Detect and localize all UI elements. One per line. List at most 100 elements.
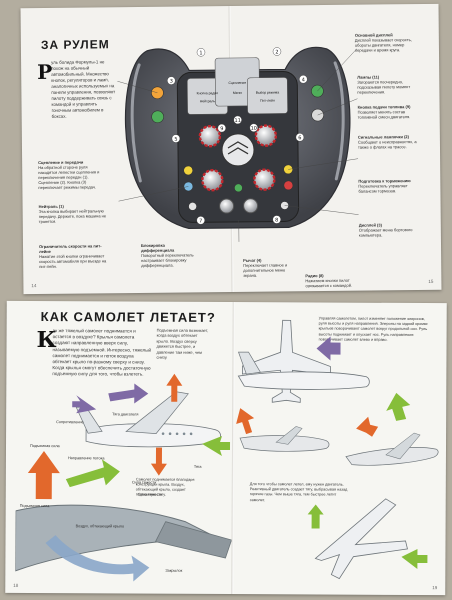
right-grip (333, 61, 345, 181)
lift-illustration: Подъемная сила Направление потока Сила т… (15, 373, 233, 582)
display-right (246, 77, 288, 115)
wing-label-gravity: Сила тяжести (132, 481, 156, 485)
aileron-arrow-icon (316, 336, 341, 361)
flow-arrow-icon (65, 459, 120, 488)
wing-label-thrust: Тяга (194, 465, 202, 469)
button-white (188, 202, 197, 211)
marker-3: 3 (167, 76, 176, 85)
bottom-spread: КАК САМОЛЕТ ЛЕТАЕТ? К ак же тяжелый само… (5, 300, 447, 596)
rudder-arrow-icon (236, 408, 255, 435)
wing-label-flap: Закрылок (165, 569, 182, 573)
marker-9: 9 (217, 123, 226, 133)
svg-text:11: 11 (234, 118, 240, 124)
note-display: Основной дисплей Дисплей показывает скор… (354, 32, 419, 53)
page-number-left-2: 18 (13, 582, 19, 588)
note-body: Загораются поочередно, подсказывая пилот… (357, 79, 411, 95)
wheel-label-pitlane: Пит-лейн (260, 99, 275, 103)
small-jet-2-wing (385, 432, 421, 460)
svg-text:8: 8 (275, 218, 278, 224)
control-surfaces-illustration (236, 319, 439, 580)
svg-text:2: 2 (275, 49, 278, 55)
note-warning: Сигнальные лампочки (2) Сообщают о неисп… (358, 134, 420, 150)
hub-wings-icon (227, 141, 249, 155)
svg-text:1: 1 (199, 50, 202, 56)
note-body: Переключает главное и дополнительное мен… (243, 262, 288, 278)
note-diff: Блокировка дифференциала Поворотный пере… (141, 242, 199, 268)
svg-text:3: 3 (170, 79, 173, 85)
wheel-label-mode: Выбор режима (256, 90, 280, 94)
marker-10: 10 (249, 123, 258, 132)
knob-bottom-right (243, 198, 259, 214)
svg-text:6: 6 (298, 135, 301, 141)
note-fuel: Кнопка подачи топлива (9) Позволяет меня… (358, 104, 420, 120)
button-red-right (283, 180, 294, 191)
marker-11: 11 (233, 115, 242, 125)
topdown-plane (241, 319, 331, 403)
wheel-label-radio: Кнопка радио (197, 91, 219, 95)
note-body: Нажатие этой кнопки ограничивает скорост… (39, 253, 107, 270)
wing-label-engine: Тяга двигателя (112, 412, 138, 416)
marker-1: 1 (196, 48, 206, 57)
page-number-right: 15 (428, 278, 434, 284)
side-plane (237, 371, 370, 390)
intro-text: уль болида Формулы-1 не похож на обычный… (51, 59, 116, 119)
wheel-label-neutral: Нейтраль (200, 99, 216, 103)
note-lever: Рычаг (4) Переключает главное и дополнит… (243, 257, 299, 278)
note-body: Позволяет менять состав топливной смеси … (357, 109, 411, 120)
marker-4: 4 (299, 75, 308, 84)
drag-arrow-icon (72, 395, 97, 414)
note-clutch: Сцепление и передачи На обратной стороне… (38, 159, 106, 190)
thrust-arrow-icon (202, 435, 231, 456)
bottom-plane (314, 498, 408, 580)
wing-label-lift-2: Подъемная сила (20, 504, 51, 508)
wing-flap (154, 521, 233, 559)
button-yellow (183, 165, 193, 176)
bottom-plane-arrow-2-icon (401, 549, 428, 570)
steering-wheel-illustration: 1 2 3 4 5 6 7 8 9 10 11 Кнопка радио Ней… (117, 46, 359, 242)
page-number-right-2: 19 (432, 585, 438, 591)
wheel-label-clutch: Сцепление (228, 81, 246, 85)
note-menu-display: Дисплей (3) Отображает меню бортового ко… (359, 222, 421, 237)
down-flow-arrow-icon (45, 535, 150, 582)
marker-6: 6 (295, 133, 305, 142)
lift-arrow-icon (166, 373, 183, 402)
side-plane-tail (238, 351, 261, 375)
note-body: Переключатель управляет балансом тормозо… (358, 183, 408, 194)
wheel-label-menu: Меню (233, 91, 243, 95)
note-heading: Блокировка дифференциала (140, 242, 175, 253)
wheel-number-markers: 1 2 3 4 5 6 7 8 9 10 11 (167, 47, 308, 225)
wing-label-flow: Направление потока (68, 456, 105, 460)
wing-label-air: Воздух, обтекающий крыло (76, 524, 125, 528)
elevator-arrow-icon (386, 392, 411, 421)
jet-arrow-icon (356, 416, 379, 437)
note-brake: Подготовка к торможению Переключатель уп… (358, 178, 420, 194)
note-pitlane: Ограничитель скорости на пит-лейне Нажат… (39, 243, 107, 269)
marker-7: 7 (196, 216, 205, 225)
note-body: Нажатием кнопки пилот связывается с кома… (305, 277, 353, 289)
marker-2: 2 (272, 47, 282, 56)
knob-right-upper (254, 124, 278, 147)
note-radio: Радио (8) Нажатием кнопки пилот связывае… (305, 273, 361, 289)
big-lift-arrow-icon (27, 451, 60, 500)
wheel-button-labels: Кнопка радио Нейтраль Сцепление Выбор ре… (197, 81, 280, 103)
note-body: Дисплей показывает скорость, обороты дви… (354, 37, 412, 53)
note-body: Эта кнопка выбирает нейтральную передачу… (38, 208, 107, 225)
svg-text:9: 9 (220, 126, 223, 132)
note-body: Сообщают о неисправностях, а также о фла… (357, 139, 417, 150)
marker-5: 5 (171, 134, 181, 143)
page-number-left: 14 (31, 283, 37, 289)
small-jet-1-wing (275, 426, 303, 445)
rotary-knobs (198, 124, 278, 214)
knob-right-lower (253, 168, 276, 191)
svg-text:4: 4 (302, 77, 305, 83)
note-lamps: Лампы (11) Загораются поочередно, подска… (357, 74, 419, 95)
gravity-arrow-icon (150, 447, 167, 476)
plane-side-text: Подъемная сила возникает, когда воздух о… (156, 327, 209, 360)
button-center-green (234, 183, 243, 193)
page-title-plane: КАК САМОЛЕТ ЛЕТАЕТ? (40, 309, 216, 325)
wing-label-gravity-2: Сила тяжести (138, 493, 162, 497)
lift-labels: Подъемная сила Направление потока Сила т… (20, 412, 203, 573)
svg-text:7: 7 (199, 218, 202, 224)
airplane-wing (125, 391, 189, 434)
leader-lines (117, 48, 359, 242)
